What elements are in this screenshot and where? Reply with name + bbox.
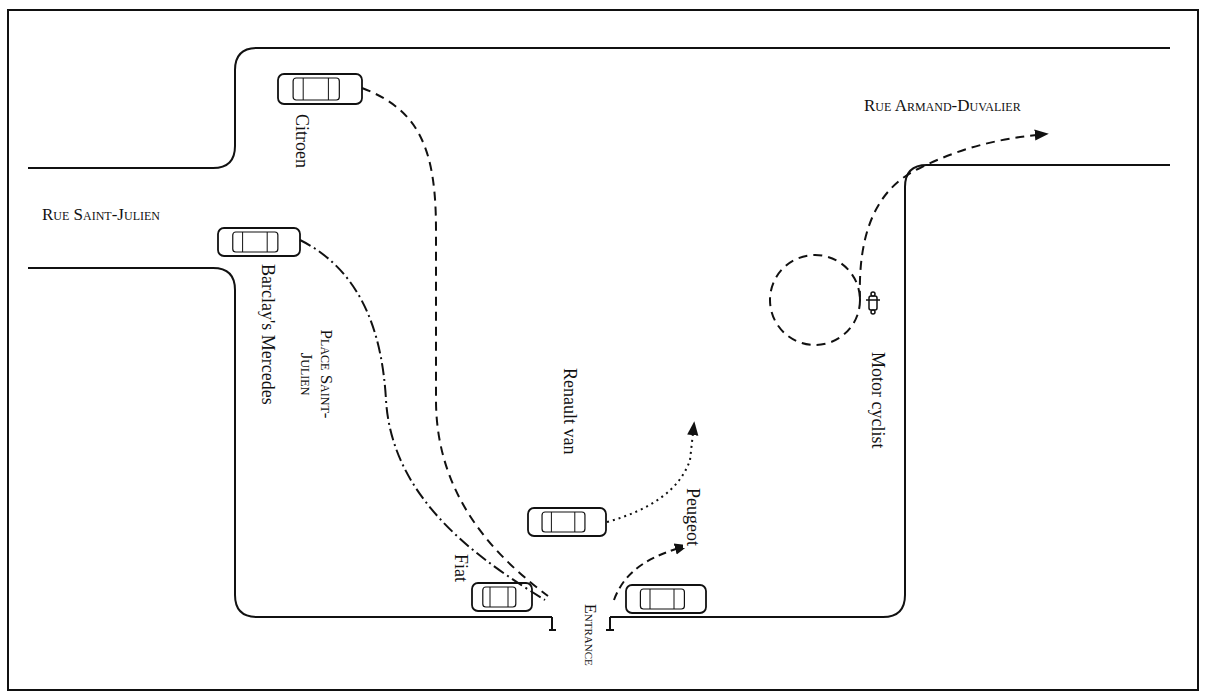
- motorcycle-path: [860, 134, 1046, 300]
- car-window: [551, 512, 552, 532]
- peugeot-path: [614, 546, 686, 600]
- mercedes-car: [218, 228, 300, 256]
- motorcycle-loop: [770, 255, 860, 345]
- curb-line: [28, 48, 1170, 168]
- citroen-car: [278, 74, 362, 104]
- street-name: Rue Saint-Julien: [40, 205, 162, 225]
- renault-path: [607, 424, 694, 522]
- car-label: Fiat: [451, 552, 471, 584]
- car-roof: [640, 589, 684, 609]
- car-label: Barclay's Mercedes: [258, 262, 278, 407]
- car-window: [490, 587, 491, 607]
- car-window: [303, 78, 304, 100]
- car-label: Peugeot: [683, 486, 703, 548]
- handlebar: [866, 299, 880, 301]
- fiat-car: [472, 583, 532, 611]
- car-body: [472, 583, 532, 611]
- car-window: [267, 232, 268, 252]
- car-body: [278, 74, 362, 104]
- car-roof: [293, 78, 339, 100]
- car-roof: [233, 232, 278, 252]
- car-window: [674, 589, 675, 609]
- car-window: [508, 587, 509, 607]
- place-name: Place Saint-Julien: [296, 316, 336, 432]
- car-window: [650, 589, 651, 609]
- car-body: [528, 508, 606, 536]
- car-body: [626, 585, 706, 613]
- car-window: [242, 232, 243, 252]
- renault-van: [528, 508, 606, 536]
- motorcycle-icon: [866, 292, 880, 314]
- person-label: Motor cyclist: [868, 350, 888, 451]
- street-name: Rue Armand-Duvalier: [862, 96, 1023, 116]
- wheel: [871, 310, 875, 314]
- entrance-label: Entrance: [580, 602, 600, 668]
- car-roof: [542, 512, 585, 532]
- peugeot-car: [626, 585, 706, 613]
- car-window: [574, 512, 575, 532]
- car-label: Renault van: [560, 366, 580, 456]
- curb-line: [28, 268, 552, 617]
- street-outline: [28, 48, 1170, 630]
- frame: [8, 10, 1198, 690]
- car-label: Citroen: [292, 112, 312, 170]
- car-roof: [483, 587, 516, 607]
- car-window: [328, 78, 329, 100]
- mercedes-path: [300, 240, 545, 600]
- citroen-path: [362, 88, 548, 596]
- motorcycle-body: [869, 296, 877, 310]
- car-paths: [300, 88, 1046, 600]
- wheel: [871, 292, 875, 296]
- curb-line: [610, 165, 1170, 617]
- car-body: [218, 228, 300, 256]
